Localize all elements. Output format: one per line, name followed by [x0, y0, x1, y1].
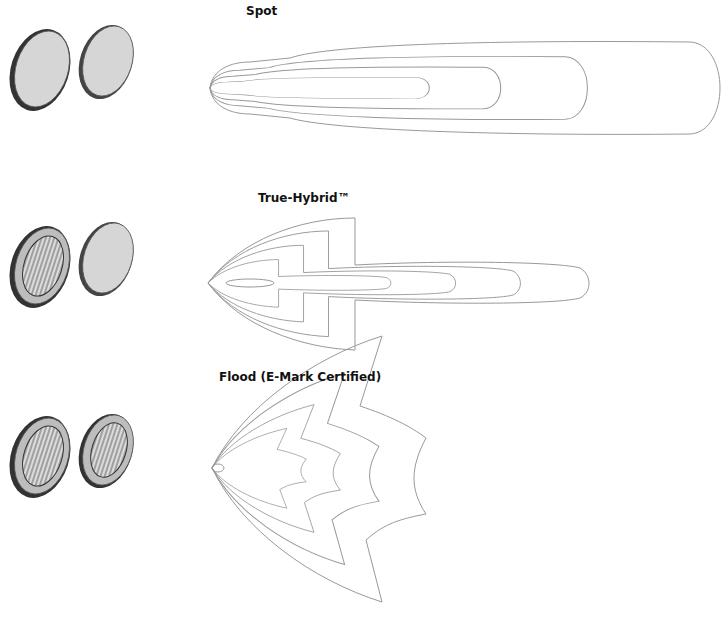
spot-beam — [210, 42, 720, 135]
beam-title: True-Hybrid™ — [258, 191, 350, 205]
spot-lenses — [0, 18, 142, 119]
beam-title: Spot — [246, 4, 277, 18]
hybrid-beam — [208, 218, 589, 350]
flood-lenses — [0, 407, 142, 506]
beam-title: Flood (E-Mark Certified) — [219, 370, 381, 384]
flood-beam — [212, 336, 426, 602]
hybrid-lenses — [0, 215, 142, 316]
